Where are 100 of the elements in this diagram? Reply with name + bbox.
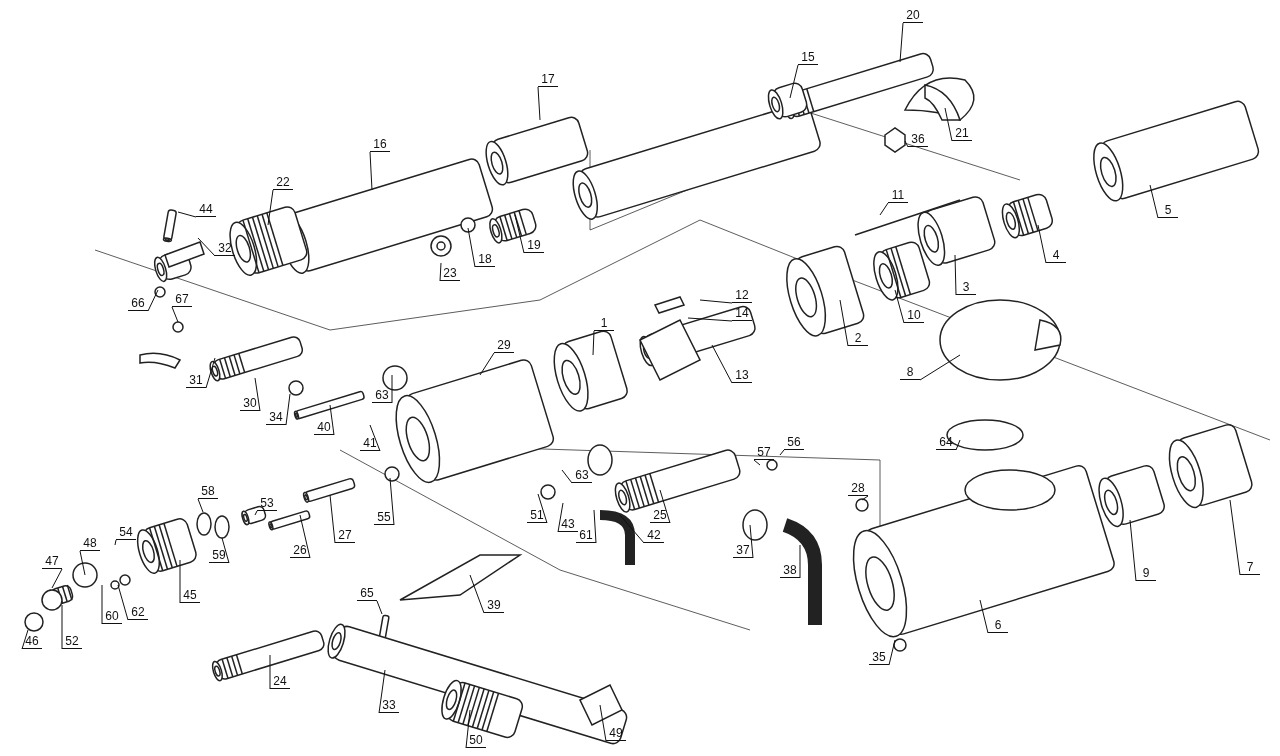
leader-line (221, 537, 230, 564)
leader-line (51, 568, 63, 589)
leader-line (1129, 519, 1137, 582)
leader-line (267, 189, 274, 226)
callout-number: 10 (904, 308, 924, 323)
callout-number: 27 (335, 528, 355, 543)
callout-number: 24 (270, 674, 290, 689)
leader-line (537, 493, 548, 524)
callout-number: 31 (186, 373, 206, 388)
callout-number: 11 (888, 188, 908, 203)
leader-line (879, 202, 889, 216)
leader-line (789, 64, 799, 99)
callout-number: 46 (22, 634, 42, 649)
leader-line (439, 262, 442, 282)
callout-number: 61 (576, 528, 596, 543)
leader-line (197, 237, 216, 257)
callout-number: 4 (1046, 248, 1066, 263)
leader-line (117, 584, 129, 621)
leader-line (378, 669, 386, 714)
callout-number: 48 (80, 536, 100, 551)
leader-line (299, 514, 311, 559)
callout-number: 29 (494, 338, 514, 353)
leader-line (592, 330, 595, 356)
leader-line (369, 151, 373, 191)
callout-number: 66 (128, 296, 148, 311)
callout-number: 39 (484, 598, 504, 613)
leader-line (469, 574, 485, 614)
callout-number: 15 (798, 50, 818, 65)
leader-line (1037, 224, 1047, 264)
callout-number: 63 (372, 388, 392, 403)
callout-number: 50 (466, 733, 486, 748)
leader-line (329, 494, 336, 544)
callout-number: 7 (1240, 560, 1260, 575)
leader-line (1229, 499, 1241, 576)
callout-number: 63 (572, 468, 592, 483)
leader-line (254, 510, 258, 516)
leader-line (61, 604, 63, 650)
leader-line (904, 140, 909, 148)
leader-line (861, 495, 869, 501)
callout-number: 1 (594, 316, 614, 331)
leader-line (955, 439, 961, 451)
leader-line (779, 449, 785, 456)
callout-number: 14 (732, 306, 752, 321)
leader-line (894, 289, 905, 324)
callout-number: 2 (848, 331, 868, 346)
leader-line (171, 306, 179, 323)
callout-number: 43 (558, 517, 578, 532)
leader-line (479, 352, 495, 376)
leader-line (514, 214, 525, 254)
leader-line (687, 317, 733, 322)
callout-number: 20 (903, 8, 923, 23)
callout-number: 37 (733, 543, 753, 558)
leader-line (749, 524, 754, 559)
callout-number: 8 (900, 365, 920, 380)
callout-number: 26 (290, 543, 310, 558)
callout-number: 65 (357, 586, 377, 601)
callout-number: 42 (644, 528, 664, 543)
leader-line (269, 654, 271, 690)
leader-line (561, 469, 573, 484)
callout-number: 35 (869, 650, 889, 665)
callout-number: 12 (732, 288, 752, 303)
leader-line (888, 639, 896, 666)
leader-line (557, 502, 564, 533)
callout-number: 56 (784, 435, 804, 450)
leader-line (285, 393, 291, 426)
leader-line (619, 514, 645, 544)
callout-number: 13 (732, 368, 752, 383)
leader-line (899, 22, 904, 63)
leader-line (101, 584, 103, 625)
callout-number: 23 (440, 266, 460, 281)
callout-number: 16 (370, 137, 390, 152)
callout-number: 19 (524, 238, 544, 253)
leader-line (699, 299, 733, 304)
leader-line (391, 374, 393, 404)
callout-number: 55 (374, 510, 394, 525)
callout-number: 40 (314, 420, 334, 435)
callout-number: 38 (780, 563, 800, 578)
callout-number: 18 (475, 252, 495, 267)
callout-number: 52 (62, 634, 82, 649)
callout-number: 62 (128, 605, 148, 620)
leader-line (147, 289, 159, 312)
leader-line (197, 498, 204, 513)
callout-number: 28 (848, 481, 868, 496)
leader-line (599, 704, 607, 742)
callout-number: 41 (360, 436, 380, 451)
leader-line (114, 539, 117, 546)
leader-line (753, 459, 761, 466)
leader-line (944, 107, 953, 142)
callout-number: 53 (257, 496, 277, 511)
callout-number: 34 (266, 410, 286, 425)
callout-number: 57 (754, 445, 774, 460)
leader-line (839, 299, 849, 347)
callout-number: 67 (172, 292, 192, 307)
callout-number: 59 (209, 548, 229, 563)
callout-number: 64 (936, 435, 956, 450)
leader-line (205, 357, 216, 389)
callout-number: 47 (42, 554, 62, 569)
callout-number: 30 (240, 396, 260, 411)
leader-line (799, 544, 801, 579)
callout-number: 32 (215, 241, 235, 256)
